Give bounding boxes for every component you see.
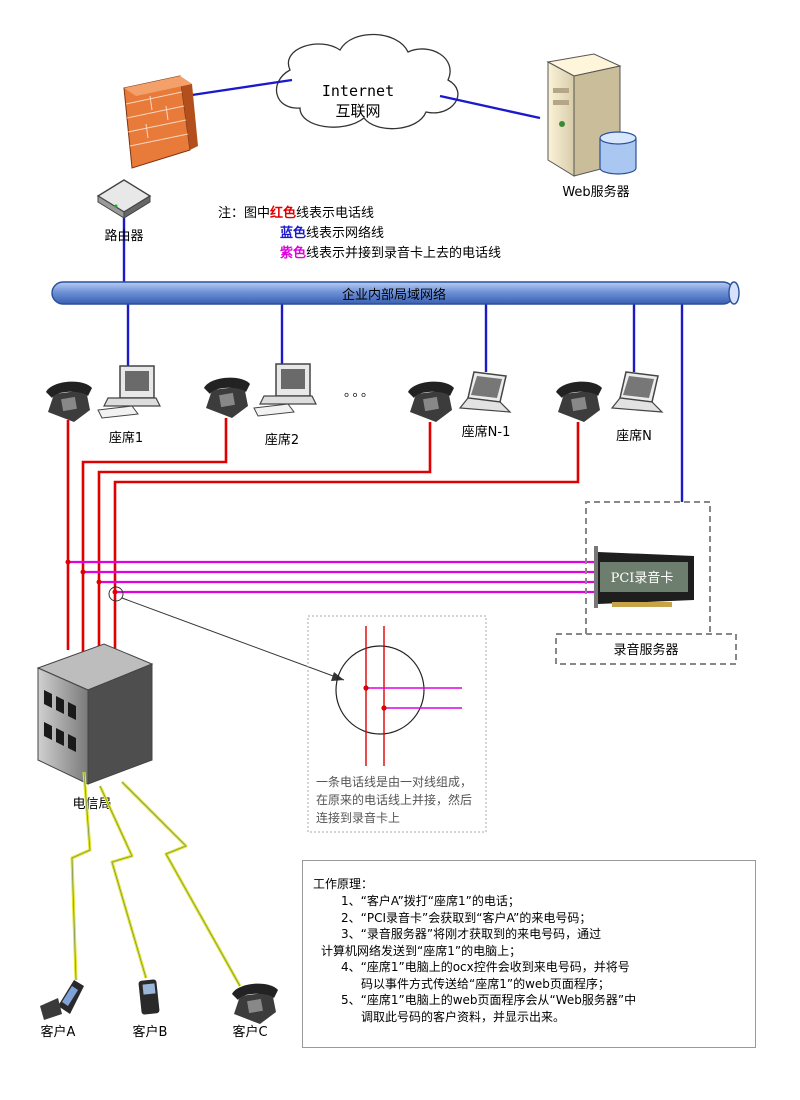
zoom-source-circle xyxy=(108,586,124,602)
principle-step: 4、“座席1”电脑上的ocx控件会收到来电号码，并将号 xyxy=(341,960,630,974)
telecom-label: 电信局 xyxy=(72,797,111,812)
seat-1-label: 座席1 xyxy=(109,430,143,446)
legend-blue-line: 蓝色线表示网络线 xyxy=(218,224,501,244)
customer-a-label: 客户A xyxy=(41,1024,76,1040)
network-lines xyxy=(122,78,684,502)
cell-phone-icon xyxy=(138,979,160,1015)
database-icon xyxy=(599,131,637,175)
legend-purple-word: 紫色 xyxy=(280,246,307,261)
lan-label: 企业内部局域网络 xyxy=(342,287,446,303)
principle-title: 工作原理： xyxy=(313,877,374,891)
legend-purple-line: 紫色线表示并接到录音卡上去的电话线 xyxy=(218,244,501,264)
laptop-icon xyxy=(459,371,511,413)
principle-step-continued: 调取此号码的客户资料，并显示出来。 xyxy=(361,1009,566,1024)
recording-lines xyxy=(68,560,598,594)
seat-n-label: 座席N xyxy=(616,428,652,444)
internet-cloud-icon xyxy=(275,33,459,130)
pci-card-label: PCI录音卡 xyxy=(611,570,674,586)
mobile-phone-icon xyxy=(40,980,84,1020)
internet-label-cn: 互联网 xyxy=(335,102,380,120)
principle-step: 5、“座席1”电脑上的web页面程序会从“Web服务器”中 xyxy=(341,993,637,1007)
pci-card-icon xyxy=(594,546,694,608)
laptop-icon xyxy=(611,371,663,413)
telecom-building-icon xyxy=(36,643,154,785)
legend-red-text: 线表示电话线 xyxy=(296,206,375,221)
legend-red-line: 注：图中红色线表示电话线 xyxy=(218,204,501,224)
recording-server-box xyxy=(555,501,737,665)
desk-phone-icon xyxy=(46,381,92,422)
zoom-pointer xyxy=(121,597,345,681)
principle-step: 1、“客户A”拨打“座席1”的电话； xyxy=(341,894,520,908)
router-label: 路由器 xyxy=(104,228,143,244)
desktop-computer-icon xyxy=(253,363,317,417)
wireless-links-thin xyxy=(71,771,241,987)
phone-lines xyxy=(66,418,580,672)
seat-2-label: 座席2 xyxy=(265,432,299,448)
lan-pipe xyxy=(51,281,740,305)
working-principle-box: 工作原理： 1、“客户A”拨打“座席1”的电话； 2、“PCI录音卡”会获取到“… xyxy=(302,860,756,1048)
zoom-panel xyxy=(307,615,487,833)
legend-red-word: 红色 xyxy=(270,206,297,221)
router-icon xyxy=(96,179,152,219)
principle-steps: 1、“客户A”拨打“座席1”的电话； 2、“PCI录音卡”会获取到“客户A”的来… xyxy=(321,893,637,1025)
zoom-detail xyxy=(335,626,462,766)
customer-c-label: 客户C xyxy=(232,1024,267,1040)
desk-phone-icon xyxy=(556,381,602,422)
legend-blue-word: 蓝色 xyxy=(280,226,307,241)
zoom-explanation: 一条电话线是由一对线组成，在原来的电话线上并接，然后连接到录音卡上 xyxy=(316,775,473,825)
desktop-computer-icon xyxy=(97,365,161,419)
seat-n-1-label: 座席N-1 xyxy=(462,424,511,440)
firewall-icon xyxy=(123,75,198,169)
customer-b-label: 客户B xyxy=(133,1024,168,1040)
principle-step: 3、“录音服务器”将刚才获取到的来电号码，通过 xyxy=(341,927,602,941)
principle-step: 2、“PCI录音卡”会获取到“客户A”的来电号码； xyxy=(341,910,592,925)
principle-step-continued: 码以事件方式传送给“座席1”的web页面程序； xyxy=(361,976,610,991)
desk-phone-icon xyxy=(204,377,250,418)
junction-dots xyxy=(65,559,118,595)
web-server-label: Web服务器 xyxy=(562,184,629,200)
ellipsis-label: 。。。 xyxy=(344,385,376,400)
desk-phone-icon xyxy=(232,983,278,1024)
legend-blue-text: 线表示网络线 xyxy=(306,226,385,241)
internet-label: Internet xyxy=(322,82,394,100)
principle-step-continued: 计算机网络发送到“座席1”的电脑上； xyxy=(321,943,522,958)
recording-server-label: 录音服务器 xyxy=(613,642,678,658)
desk-phone-icon xyxy=(408,381,454,422)
legend-prefix: 注：图中 xyxy=(218,206,271,221)
legend-purple-text: 线表示并接到录音卡上去的电话线 xyxy=(306,246,502,261)
legend-note: 注：图中红色线表示电话线 蓝色线表示网络线 紫色线表示并接到录音卡上去的电话线 xyxy=(218,204,501,264)
